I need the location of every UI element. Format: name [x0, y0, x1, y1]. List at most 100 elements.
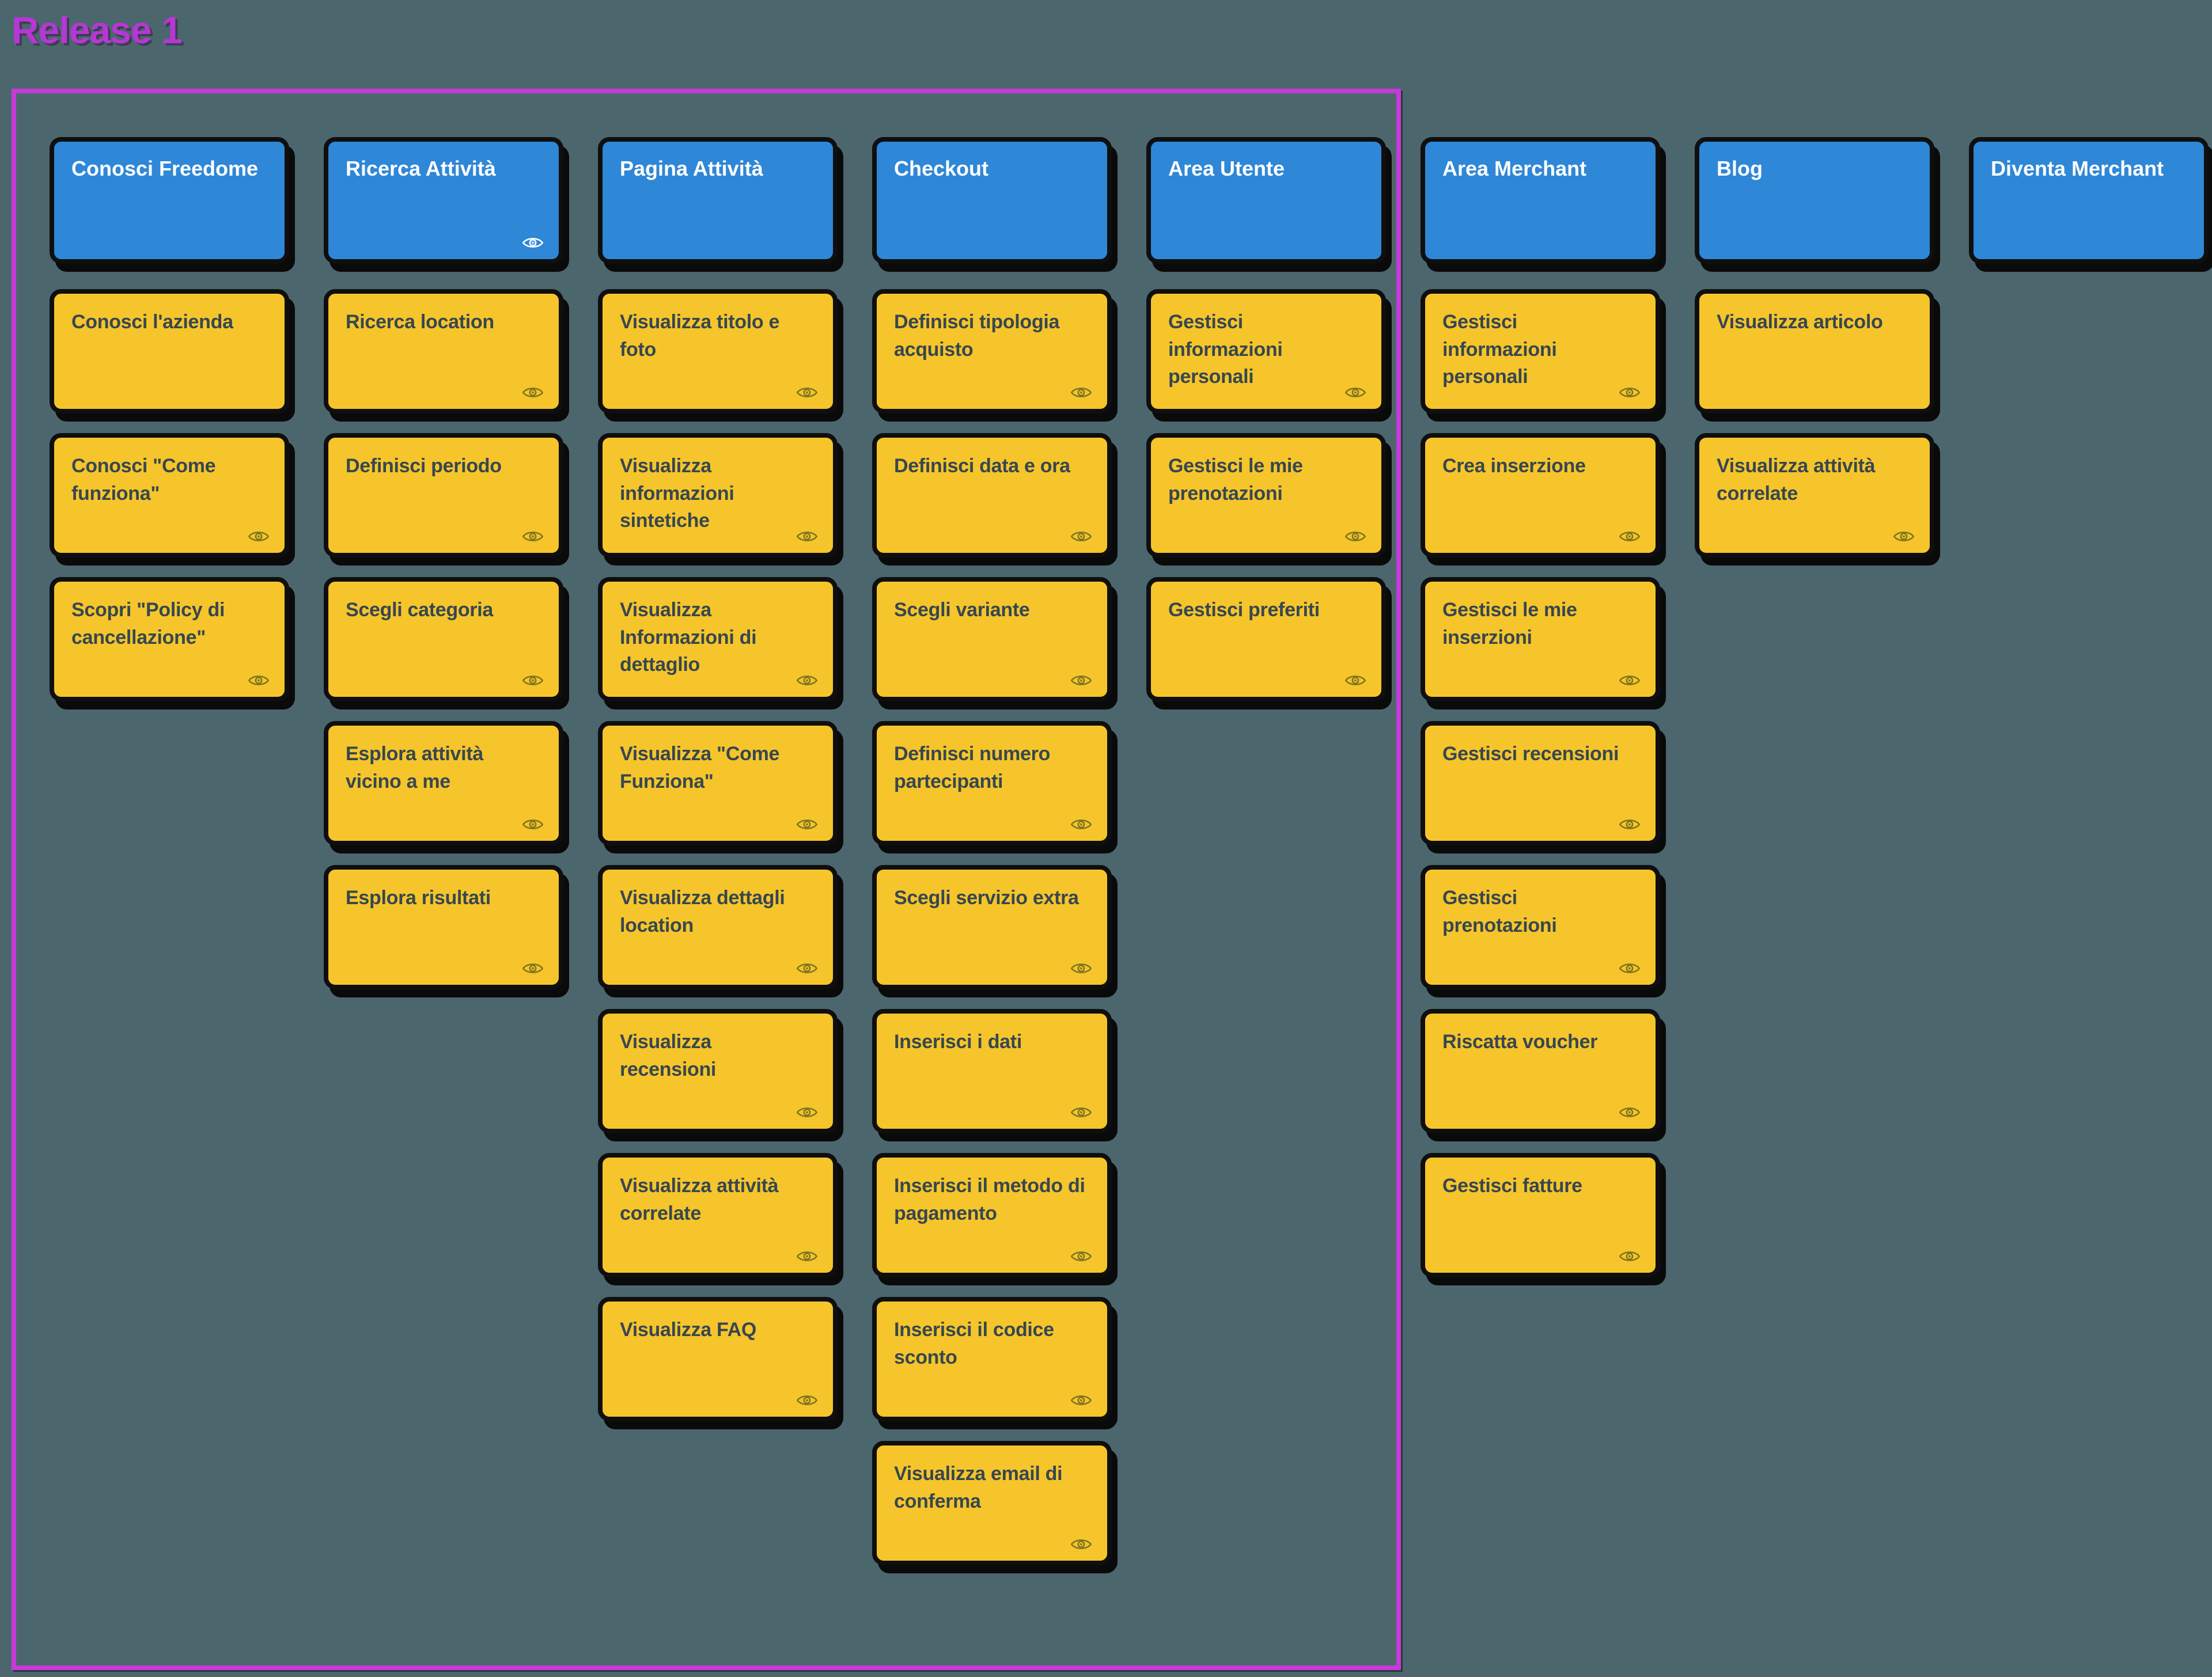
card-label: Esplora attività vicino a me: [346, 743, 483, 792]
card-label: Checkout: [894, 157, 989, 180]
eye-icon: [1619, 961, 1641, 976]
card-label: Visualizza attività correlate: [620, 1175, 779, 1224]
story-card[interactable]: Visualizza FAQ: [598, 1297, 838, 1421]
card-label: Gestisci recensioni: [1442, 743, 1619, 765]
card-label: Visualizza Informazioni di dettaglio: [620, 599, 757, 676]
story-card[interactable]: Ricerca location: [324, 289, 563, 413]
eye-icon: [1070, 529, 1092, 544]
card-label: Crea inserzione: [1442, 455, 1586, 477]
story-card[interactable]: Visualizza attività correlate: [598, 1153, 838, 1277]
story-card[interactable]: Inserisci il metodo di pagamento: [872, 1153, 1112, 1277]
story-card[interactable]: Gestisci fatture: [1421, 1153, 1660, 1277]
eye-icon: [522, 385, 544, 400]
story-card[interactable]: Conosci l'azienda: [50, 289, 289, 413]
story-card[interactable]: Gestisci informazioni personali: [1146, 289, 1386, 413]
eye-icon: [796, 529, 818, 544]
story-card[interactable]: Scopri "Policy di cancellazione": [50, 577, 289, 701]
eye-icon: [796, 817, 818, 832]
eye-icon: [1070, 1105, 1092, 1120]
story-card[interactable]: Visualizza dettagli location: [598, 865, 838, 989]
card-label: Visualizza recensioni: [620, 1031, 717, 1080]
story-card[interactable]: Definisci tipologia acquisto: [872, 289, 1112, 413]
story-card[interactable]: Esplora attività vicino a me: [324, 721, 563, 845]
card-label: Definisci data e ora: [894, 455, 1070, 477]
story-card[interactable]: Esplora risultati: [324, 865, 563, 989]
epic-card[interactable]: Pagina Attività: [598, 137, 838, 264]
eye-icon: [1070, 385, 1092, 400]
story-card[interactable]: Visualizza email di conferma: [872, 1441, 1112, 1565]
epic-card[interactable]: Ricerca Attività: [324, 137, 563, 264]
card-label: Gestisci preferiti: [1168, 599, 1320, 621]
story-card[interactable]: Scegli servizio extra: [872, 865, 1112, 989]
card-label: Gestisci le mie inserzioni: [1442, 599, 1577, 648]
eye-icon: [1070, 1537, 1092, 1551]
eye-icon: [1070, 673, 1092, 688]
eye-icon: [522, 529, 544, 544]
eye-icon: [1344, 385, 1366, 400]
story-card[interactable]: Visualizza "Come Funziona": [598, 721, 838, 845]
eye-icon: [248, 673, 270, 688]
eye-icon: [1070, 817, 1092, 832]
card-label: Gestisci informazioni personali: [1442, 311, 1557, 388]
epic-card[interactable]: Area Utente: [1146, 137, 1386, 264]
story-card[interactable]: Visualizza recensioni: [598, 1009, 838, 1133]
eye-icon: [1619, 673, 1641, 688]
story-card[interactable]: Gestisci le mie inserzioni: [1421, 577, 1660, 701]
eye-icon: [1619, 385, 1641, 400]
story-card[interactable]: Gestisci recensioni: [1421, 721, 1660, 845]
story-card[interactable]: Visualizza titolo e foto: [598, 289, 838, 413]
epic-card[interactable]: Area Merchant: [1421, 137, 1660, 264]
story-card[interactable]: Visualizza informazioni sintetiche: [598, 433, 838, 557]
eye-icon: [522, 961, 544, 976]
story-card[interactable]: Riscatta voucher: [1421, 1009, 1660, 1133]
card-label: Visualizza dettagli location: [620, 887, 785, 936]
story-card[interactable]: Visualizza attività correlate: [1695, 433, 1934, 557]
story-card[interactable]: Definisci periodo: [324, 433, 563, 557]
epic-card[interactable]: Diventa Merchant: [1969, 137, 2209, 264]
card-label: Gestisci prenotazioni: [1442, 887, 1557, 936]
story-card[interactable]: Gestisci le mie prenotazioni: [1146, 433, 1386, 557]
story-card[interactable]: Gestisci prenotazioni: [1421, 865, 1660, 989]
eye-icon: [796, 1249, 818, 1264]
story-card[interactable]: Visualizza Informazioni di dettaglio: [598, 577, 838, 701]
eye-icon: [522, 236, 544, 250]
card-label: Diventa Merchant: [1991, 157, 2164, 180]
story-card[interactable]: Visualizza articolo: [1695, 289, 1934, 413]
epic-card[interactable]: Blog: [1695, 137, 1934, 264]
eye-icon: [796, 1393, 818, 1407]
story-card[interactable]: Inserisci i dati: [872, 1009, 1112, 1133]
story-card[interactable]: Gestisci informazioni personali: [1421, 289, 1660, 413]
story-card[interactable]: Scegli categoria: [324, 577, 563, 701]
card-label: Conosci l'azienda: [71, 311, 233, 333]
eye-icon: [1619, 529, 1641, 544]
eye-icon: [522, 673, 544, 688]
card-label: Scopri "Policy di cancellazione": [71, 599, 225, 648]
card-label: Gestisci informazioni personali: [1168, 311, 1283, 388]
eye-icon: [1070, 1249, 1092, 1264]
card-label: Scegli categoria: [346, 599, 493, 621]
story-card[interactable]: Definisci data e ora: [872, 433, 1112, 557]
card-label: Gestisci fatture: [1442, 1175, 1582, 1197]
story-card[interactable]: Scegli variante: [872, 577, 1112, 701]
card-label: Gestisci le mie prenotazioni: [1168, 455, 1303, 504]
story-card[interactable]: Crea inserzione: [1421, 433, 1660, 557]
epic-card[interactable]: Conosci Freedome: [50, 137, 289, 264]
story-card[interactable]: Inserisci il codice sconto: [872, 1297, 1112, 1421]
story-card[interactable]: Definisci numero partecipanti: [872, 721, 1112, 845]
card-label: Inserisci il codice sconto: [894, 1319, 1054, 1368]
eye-icon: [1619, 1105, 1641, 1120]
release-frame: [12, 89, 1401, 1670]
epic-card[interactable]: Checkout: [872, 137, 1112, 264]
eye-icon: [1619, 1249, 1641, 1264]
card-label: Visualizza FAQ: [620, 1319, 757, 1341]
card-label: Definisci numero partecipanti: [894, 743, 1051, 792]
card-label: Inserisci i dati: [894, 1031, 1022, 1053]
story-card[interactable]: Conosci "Come funziona": [50, 433, 289, 557]
story-card[interactable]: Gestisci preferiti: [1146, 577, 1386, 701]
eye-icon: [796, 1105, 818, 1120]
eye-icon: [796, 673, 818, 688]
